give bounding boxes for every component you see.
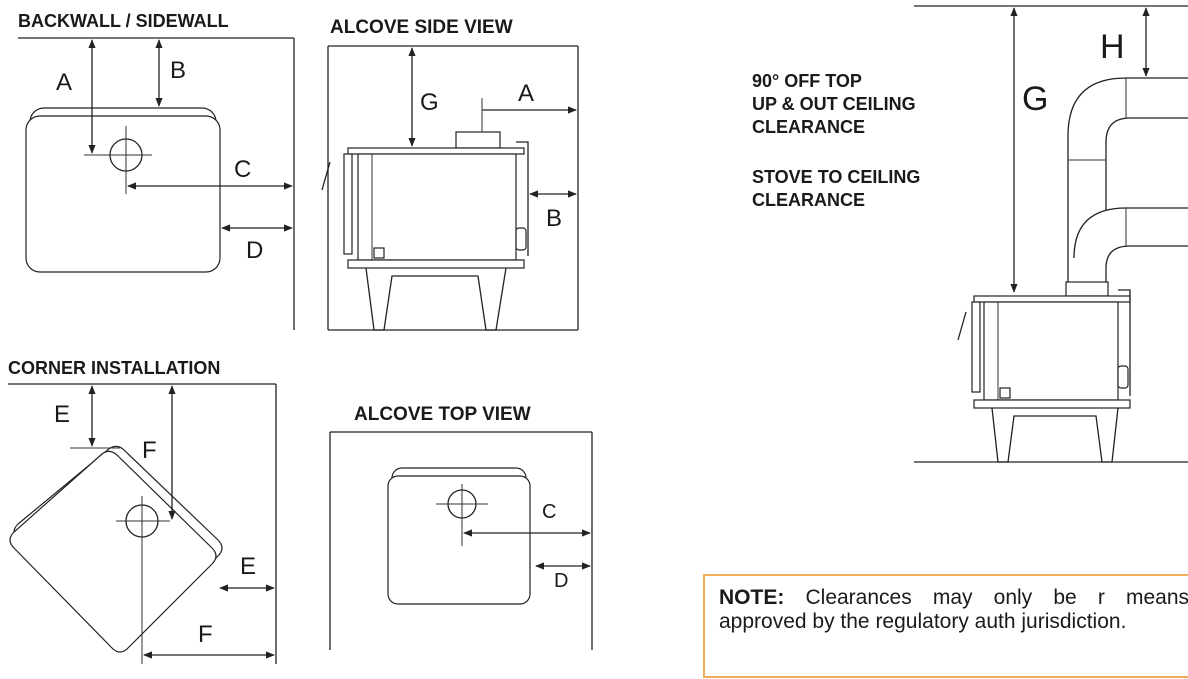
heading-line-4: STOVE TO CEILING: [752, 167, 920, 187]
door-front: [343, 153, 353, 255]
alcove-top-view-title: ALCOVE TOP VIEW: [354, 404, 531, 425]
pipe-lower-inner: [1105, 245, 1188, 282]
stove-base: [347, 259, 525, 269]
label-E-side: E: [240, 553, 256, 580]
note-paragraph: NOTE: Clearances may only be r means app…: [719, 586, 1188, 634]
pipe-outer-edge: [1067, 77, 1188, 282]
stove-rotated-body: [9, 450, 217, 653]
label-C-top: C: [542, 501, 556, 523]
label-C: C: [234, 156, 251, 183]
ceiling-clearance-panel: 90° OFF TOP UP & OUT CEILING CLEARANCE S…: [752, 5, 1188, 463]
door-handle: [321, 161, 331, 191]
heat-shield: [516, 141, 529, 256]
stove-top-plate: [347, 147, 525, 155]
flue-collar-right: [1065, 281, 1109, 297]
alcove-side-view-panel: ALCOVE SIDE VIEW G A B: [321, 17, 579, 331]
label-H: H: [1100, 28, 1125, 66]
label-G-side: G: [420, 89, 439, 116]
pipe-upper-inner: [1105, 117, 1188, 210]
corner-installation-title: CORNER INSTALLATION: [8, 358, 220, 378]
pipe-lower-elbow: [1073, 207, 1188, 259]
backwall-sidewall-title: BACKWALL / SIDEWALL: [18, 11, 229, 31]
stove-base-right: [973, 399, 1131, 409]
label-B: B: [170, 57, 186, 84]
alcove-top-view-panel: ALCOVE TOP VIEW C D: [329, 404, 593, 650]
door-handle-right: [957, 311, 967, 341]
stove-legs: [365, 267, 507, 331]
heading-line-1: 90° OFF TOP: [752, 71, 862, 91]
label-A-side: A: [518, 80, 534, 107]
heading-line-5: CLEARANCE: [752, 190, 865, 210]
backwall-sidewall-panel: BACKWALL / SIDEWALL A B C D: [18, 11, 295, 330]
flue-collar-side: [455, 131, 501, 149]
label-A: A: [56, 69, 72, 96]
heading-line-2: UP & OUT CEILING: [752, 94, 916, 114]
stove-body: [357, 153, 517, 261]
label-F: F: [142, 437, 157, 464]
stove-top-view-body: [387, 475, 531, 605]
door-front-right: [971, 301, 981, 393]
air-control: [373, 247, 385, 259]
stove-body-top: [25, 115, 221, 273]
corner-installation-panel: CORNER INSTALLATION E F E F: [8, 358, 277, 664]
stove-body-right: [983, 301, 1119, 401]
blower-knob-right: [1117, 365, 1129, 389]
label-D-top: D: [554, 570, 568, 592]
note-label: NOTE:: [719, 586, 785, 609]
label-G-right: G: [1022, 80, 1048, 118]
air-control-right: [999, 387, 1011, 399]
label-F-side: F: [198, 621, 213, 648]
label-B-side: B: [546, 205, 562, 232]
note-text: Clearances may only be r means approved …: [719, 586, 1188, 633]
stove-top-plate-right: [973, 295, 1131, 303]
note-box: NOTE: Clearances may only be r means app…: [703, 574, 1188, 678]
stove-legs-right: [991, 407, 1119, 463]
heat-shield-right: [1118, 289, 1131, 396]
blower-knob: [515, 227, 527, 251]
label-D: D: [246, 237, 263, 264]
alcove-side-view-title: ALCOVE SIDE VIEW: [330, 17, 513, 38]
label-E: E: [54, 401, 70, 428]
heading-line-3: CLEARANCE: [752, 117, 865, 137]
